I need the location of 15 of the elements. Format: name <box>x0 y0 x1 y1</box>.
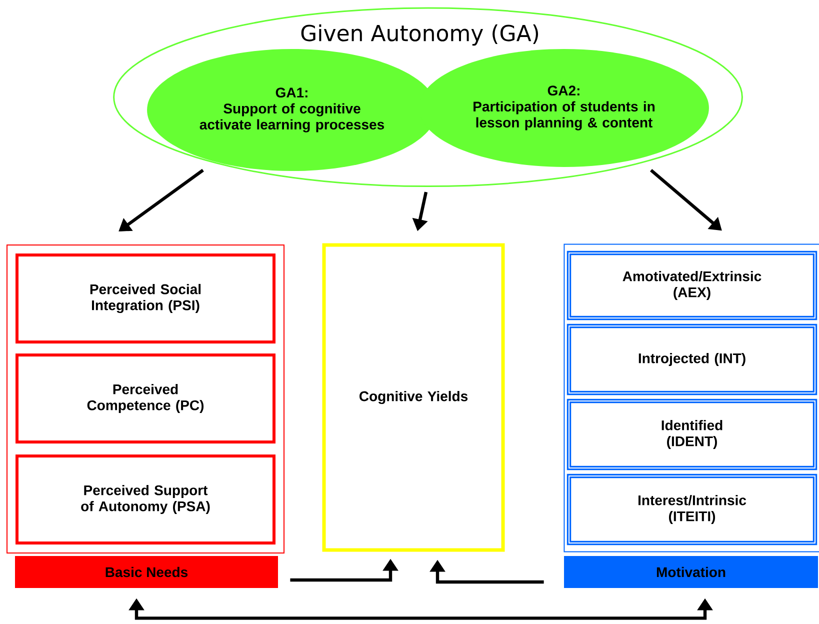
title: Given Autonomy (GA) <box>301 24 538 46</box>
process-box: Introjected (INT) <box>566 324 818 396</box>
ellipse-node: GA1: Support of cognitive activate learning processes <box>147 49 437 171</box>
label-bar: Basic Needs <box>15 556 278 588</box>
process-box: Cognitive Yields <box>322 243 505 552</box>
process-box: Perceived Competence (PC) <box>16 354 276 444</box>
process-box: Interest/Intrinsic (ITEITI) <box>566 474 818 546</box>
panel-frame <box>564 244 819 552</box>
panel-frame <box>6 244 284 554</box>
process-box: Perceived Social Integration (PSI) <box>16 254 276 344</box>
process-box: Identified (IDENT) <box>566 398 818 470</box>
process-box: Amotivated/Extrinsic (AEX) <box>566 250 818 320</box>
label-bar: Motivation <box>564 556 818 588</box>
ellipse-node: GA2: Participation of students in lesson planning & content <box>419 49 709 167</box>
process-box: Perceived Support of Autonomy (PSA) <box>16 454 276 544</box>
